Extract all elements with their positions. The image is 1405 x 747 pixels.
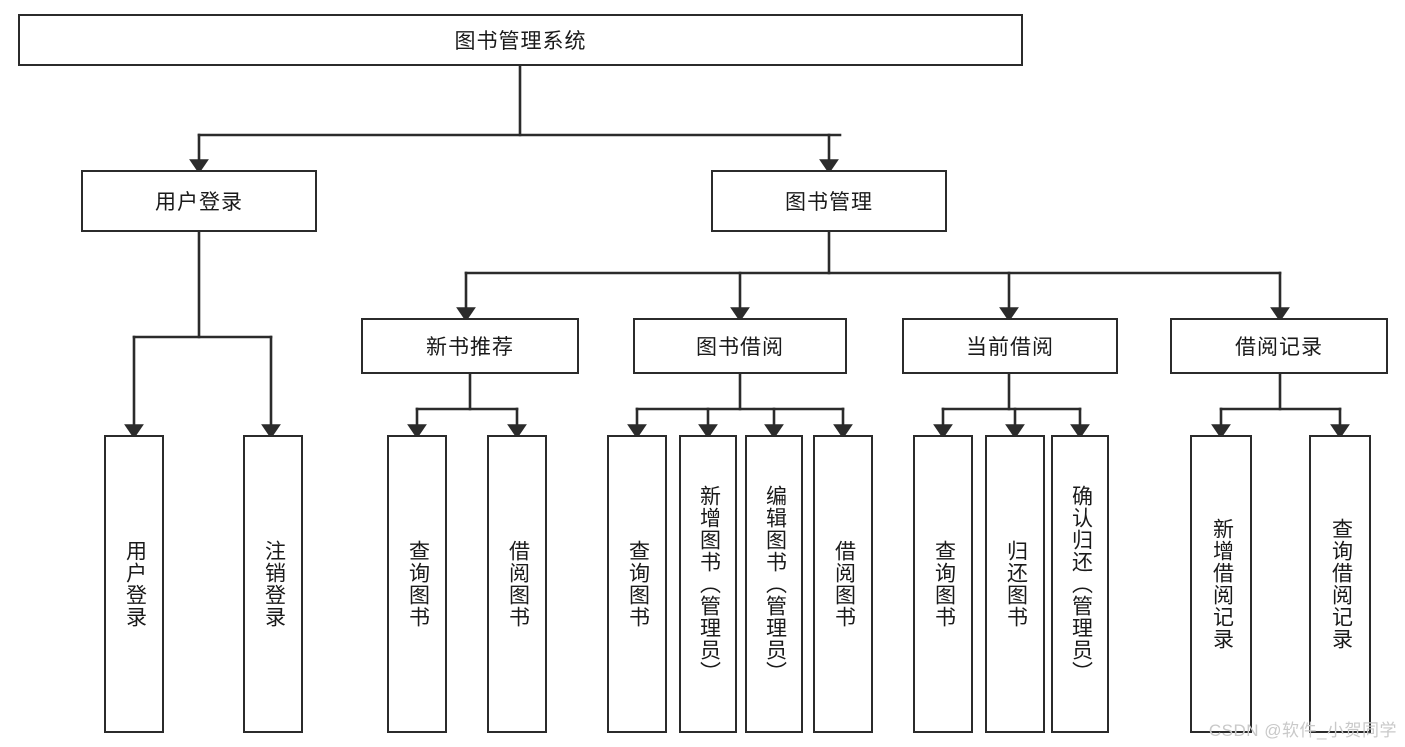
node-book-borrow[interactable]: 图书借阅 — [633, 318, 847, 374]
leaf-query-book-current-label: 查询图书 — [932, 540, 956, 628]
leaf-user-login[interactable]: 用户登录 — [104, 435, 164, 733]
leaf-borrow-book[interactable]: 借阅图书 — [813, 435, 873, 733]
node-user-login[interactable]: 用户登录 — [81, 170, 317, 232]
leaf-add-book-admin-label: 新增图书（管理员） — [697, 485, 721, 683]
node-book-borrow-label: 图书借阅 — [696, 336, 784, 359]
node-new-book-recommend-label: 新书推荐 — [426, 336, 514, 359]
leaf-confirm-return-admin-label: 确认归还（管理员） — [1069, 485, 1093, 683]
leaf-edit-book-admin-label: 编辑图书（管理员） — [763, 485, 787, 683]
leaf-logout-label: 注销登录 — [262, 540, 286, 628]
leaf-borrow-book-new[interactable]: 借阅图书 — [487, 435, 547, 733]
node-current-borrow-label: 当前借阅 — [966, 336, 1054, 359]
leaf-return-book[interactable]: 归还图书 — [985, 435, 1045, 733]
leaf-query-book-current[interactable]: 查询图书 — [913, 435, 973, 733]
node-book-management[interactable]: 图书管理 — [711, 170, 947, 232]
node-user-login-label: 用户登录 — [155, 191, 243, 214]
leaf-add-borrow-record[interactable]: 新增借阅记录 — [1190, 435, 1252, 733]
leaf-borrow-book-new-label: 借阅图书 — [506, 540, 530, 628]
leaf-add-book-admin[interactable]: 新增图书（管理员） — [679, 435, 737, 733]
leaf-user-login-label: 用户登录 — [123, 540, 147, 628]
node-borrow-record-label: 借阅记录 — [1235, 336, 1323, 359]
node-borrow-record[interactable]: 借阅记录 — [1170, 318, 1388, 374]
leaf-return-book-label: 归还图书 — [1004, 540, 1028, 628]
leaf-query-borrow-record-label: 查询借阅记录 — [1329, 518, 1353, 650]
node-current-borrow[interactable]: 当前借阅 — [902, 318, 1118, 374]
leaf-borrow-book-label: 借阅图书 — [832, 540, 856, 628]
leaf-query-book-new[interactable]: 查询图书 — [387, 435, 447, 733]
leaf-logout[interactable]: 注销登录 — [243, 435, 303, 733]
watermark: CSDN @软件_小贺同学 — [1208, 721, 1397, 740]
leaf-query-borrow-record[interactable]: 查询借阅记录 — [1309, 435, 1371, 733]
leaf-edit-book-admin[interactable]: 编辑图书（管理员） — [745, 435, 803, 733]
node-root[interactable]: 图书管理系统 — [18, 14, 1023, 66]
leaf-add-borrow-record-label: 新增借阅记录 — [1210, 518, 1234, 650]
node-root-label: 图书管理系统 — [454, 30, 587, 53]
leaf-query-book-borrow-label: 查询图书 — [626, 540, 650, 628]
node-new-book-recommend[interactable]: 新书推荐 — [361, 318, 579, 374]
leaf-query-book-new-label: 查询图书 — [406, 540, 430, 628]
leaf-query-book-borrow[interactable]: 查询图书 — [607, 435, 667, 733]
node-book-management-label: 图书管理 — [785, 191, 873, 214]
leaf-confirm-return-admin[interactable]: 确认归还（管理员） — [1051, 435, 1109, 733]
